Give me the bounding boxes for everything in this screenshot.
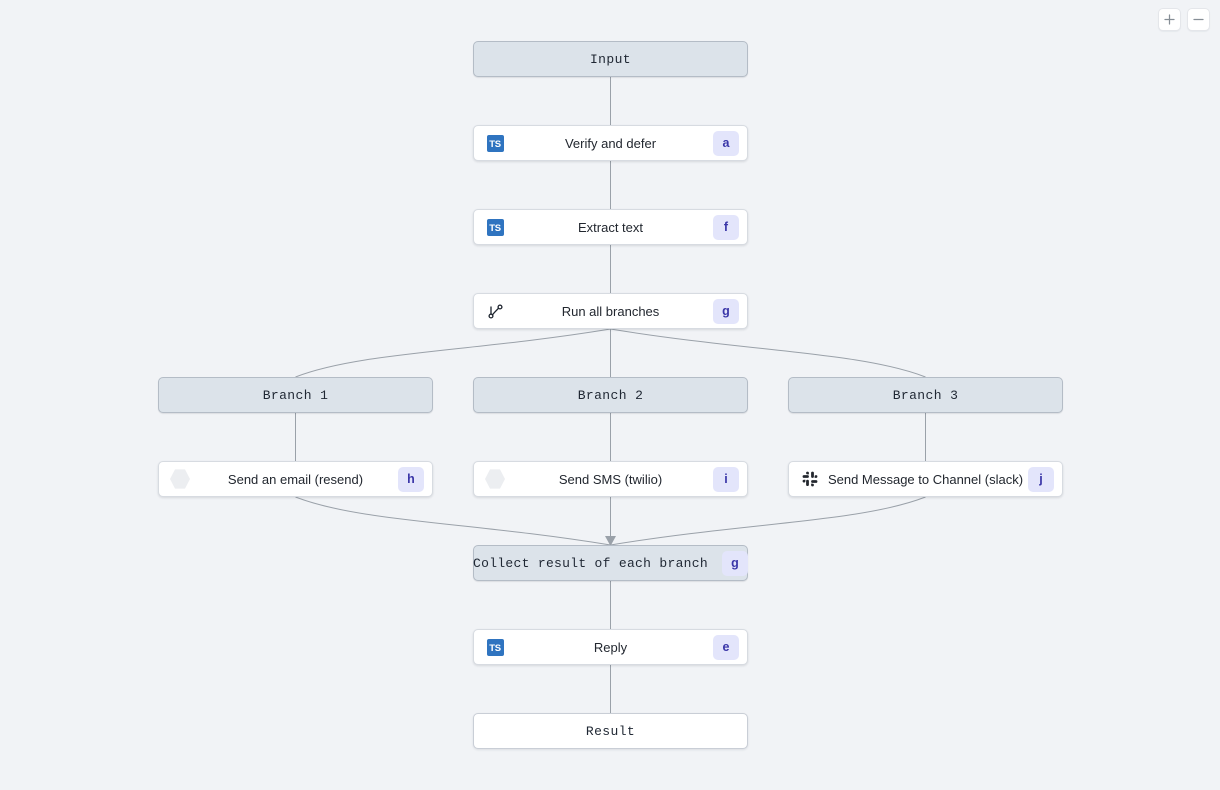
edge-email-collect [295,496,611,546]
node-result[interactable]: Result [473,713,748,749]
branch-icon [482,298,508,324]
node-send-message-to-channel-label: Send Message to Channel (slack) [827,471,1024,487]
typescript-icon: TS [482,130,508,156]
node-run-all-branches[interactable]: Run all branches g [473,293,748,329]
node-reply[interactable]: TS Reply e [473,629,748,665]
node-branch-1[interactable]: Branch 1 [158,377,433,413]
typescript-icon: TS [482,214,508,240]
node-input[interactable]: Input [473,41,748,77]
node-verify-and-defer-label: Verify and defer [564,135,657,151]
twilio-icon [482,466,508,492]
node-collect-result[interactable]: Collect result of each branch g [473,545,748,581]
node-verify-and-defer[interactable]: TS Verify and defer a [473,125,748,161]
node-result-label: Result [585,723,636,739]
node-send-an-email[interactable]: Send an email (resend) h [158,461,433,497]
node-branch-3[interactable]: Branch 3 [788,377,1063,413]
resend-icon [167,466,193,492]
node-extract-text-badge[interactable]: f [713,214,739,240]
zoom-controls [1158,8,1210,31]
node-send-message-to-channel[interactable]: Send Message to Channel (slack) j [788,461,1063,497]
edge-slack-collect [610,496,926,546]
node-send-an-email-badge[interactable]: h [398,466,424,492]
node-extract-text-label: Extract text [577,219,644,235]
node-branch-2-label: Branch 2 [577,387,644,403]
node-branch-3-label: Branch 3 [892,387,959,403]
node-send-sms-label: Send SMS (twilio) [558,471,663,487]
slack-icon [797,466,823,492]
node-send-sms-badge[interactable]: i [713,466,739,492]
node-reply-label: Reply [593,639,628,655]
zoom-out-button[interactable] [1187,8,1210,31]
typescript-icon: TS [482,634,508,660]
edge-runall-branch3 [610,328,926,378]
node-verify-and-defer-badge[interactable]: a [713,130,739,156]
zoom-in-button[interactable] [1158,8,1181,31]
node-branch-2[interactable]: Branch 2 [473,377,748,413]
node-collect-result-label: Collect result of each branch [473,555,708,571]
node-send-an-email-label: Send an email (resend) [227,471,364,487]
node-input-label: Input [589,51,631,67]
node-send-message-to-channel-badge[interactable]: j [1028,466,1054,492]
edge-runall-branch1 [295,328,611,378]
node-branch-1-label: Branch 1 [262,387,329,403]
node-send-sms[interactable]: Send SMS (twilio) i [473,461,748,497]
node-collect-result-badge[interactable]: g [721,550,748,576]
node-run-all-branches-badge[interactable]: g [713,298,739,324]
node-reply-badge[interactable]: e [713,634,739,660]
node-run-all-branches-label: Run all branches [561,303,660,319]
node-extract-text[interactable]: TS Extract text f [473,209,748,245]
